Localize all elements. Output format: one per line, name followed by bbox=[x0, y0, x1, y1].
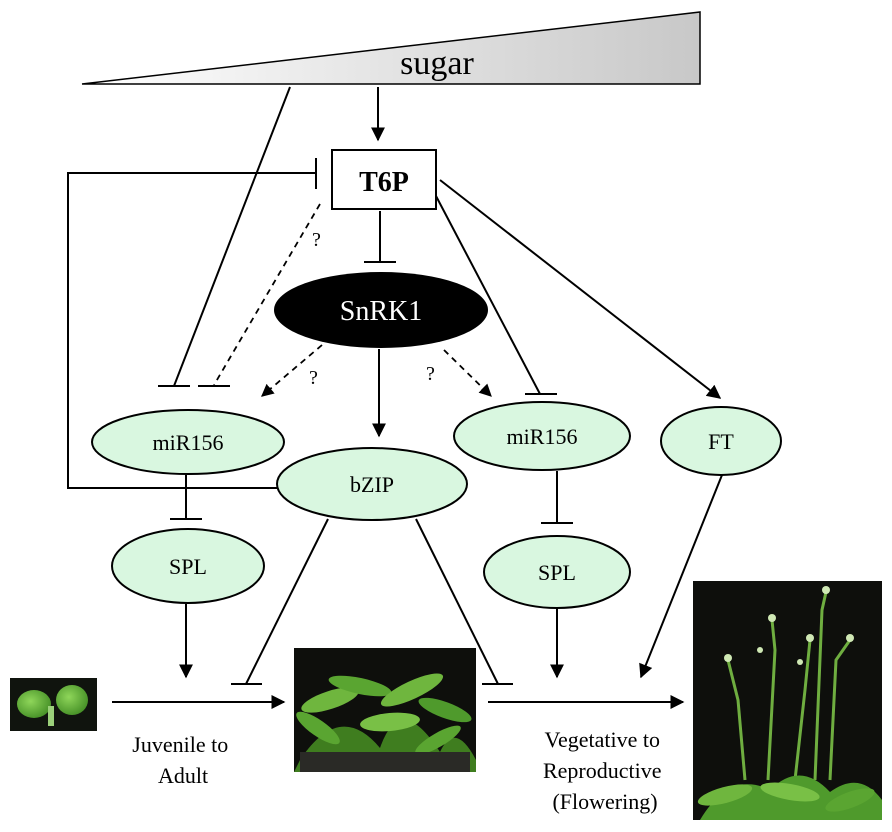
edge-bzip-flowering-inhibit bbox=[415, 518, 499, 685]
juvenile-label-line-2: Adult bbox=[158, 763, 208, 788]
edge-ft-transition bbox=[639, 474, 723, 679]
spl-right-label: SPL bbox=[538, 560, 576, 585]
bzip-node bbox=[276, 447, 468, 521]
spl-right-node bbox=[483, 535, 631, 609]
flowering-label-line-2: Reproductive bbox=[543, 758, 662, 783]
spl-left-label: SPL bbox=[169, 554, 207, 579]
adult-rosette-photo bbox=[294, 648, 476, 772]
seedling-photo bbox=[10, 678, 97, 731]
mir156-left-node bbox=[91, 409, 285, 475]
edge-t6p-mir156-right bbox=[435, 195, 541, 395]
edge-t6p-ft bbox=[439, 179, 722, 399]
uncertain-mark-3: ? bbox=[426, 363, 435, 385]
edge-sugar-mir156-left bbox=[173, 86, 291, 387]
snrk1-label: SnRK1 bbox=[340, 296, 422, 327]
edge-snrk1-mir156-left-uncertain bbox=[261, 344, 323, 397]
juvenile-label-line-1: Juvenile to bbox=[132, 732, 228, 757]
uncertain-mark-2: ? bbox=[309, 367, 318, 389]
mir156-right-node bbox=[453, 401, 631, 471]
t6p-label: T6P bbox=[359, 167, 409, 198]
edge-snrk1-mir156-right-uncertain bbox=[443, 349, 492, 397]
juvenile-to-adult-label: Juvenile to Adult bbox=[132, 732, 233, 788]
vegetative-to-reproductive-label: Vegetative to Reproductive (Flowering) bbox=[543, 727, 667, 814]
mir156-right-label: miR156 bbox=[507, 424, 578, 449]
uncertain-mark-1: ? bbox=[312, 229, 321, 251]
edge-bzip-juvenile-inhibit bbox=[245, 518, 329, 685]
ft-label: FT bbox=[708, 429, 734, 454]
flowering-label-line-3: (Flowering) bbox=[552, 789, 657, 814]
mir156-left-label: miR156 bbox=[153, 430, 224, 455]
edge-t6p-mir156-left-uncertain bbox=[213, 203, 321, 386]
bzip-label: bZIP bbox=[350, 472, 394, 497]
sugar-label: sugar bbox=[400, 45, 474, 82]
spl-left-node bbox=[111, 528, 265, 604]
flowering-plant-photo bbox=[693, 581, 882, 820]
snrk1-node bbox=[274, 272, 488, 348]
flowering-label-line-1: Vegetative to bbox=[545, 727, 660, 752]
edge-bzip-feedback-t6p bbox=[67, 172, 316, 489]
t6p-box bbox=[331, 149, 437, 210]
sugar-gradient-wedge bbox=[81, 11, 701, 85]
